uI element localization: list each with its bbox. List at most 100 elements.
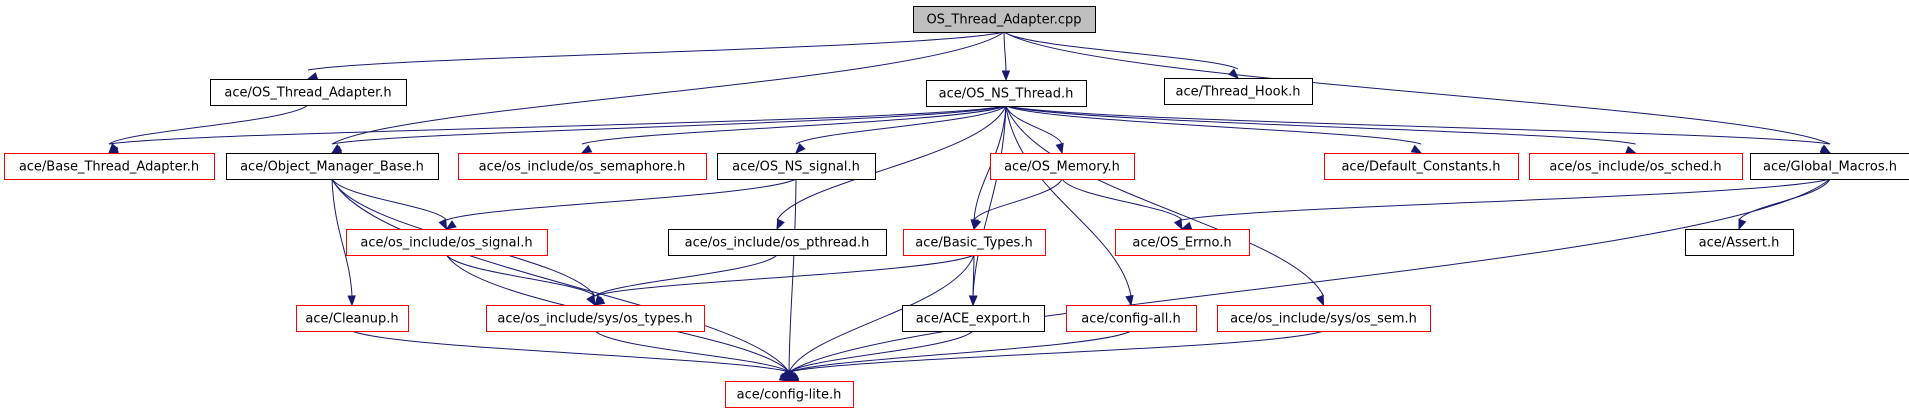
edge-arrowhead: [586, 294, 596, 307]
node-label: ace/Default_Constants.h: [1341, 160, 1500, 175]
node-label: OS_Thread_Adapter.cpp: [926, 13, 1081, 28]
edge-arrowhead: [1625, 145, 1637, 154]
node-label: ace/Base_Thread_Adapter.h: [19, 160, 199, 175]
node-os-memory-h[interactable]: ace/OS_Memory.h: [990, 153, 1135, 180]
node-box: [486, 305, 705, 332]
edge-os_ns_thread_h-to-sys_os_sem_h: [1005, 105, 1325, 307]
edge-os_ns_thread_h-to-config_all_h: [1005, 105, 1134, 307]
node-label: ace/Object_Manager_Base.h: [240, 160, 424, 175]
node-box: [4, 153, 215, 180]
edges-layer: [107, 31, 1832, 383]
edge-line: [331, 31, 1005, 145]
edge-line: [1003, 31, 1007, 72]
node-box: [1750, 153, 1909, 180]
node-box: [296, 305, 409, 332]
edge-root-to-object_manager_base_h: [330, 31, 1005, 154]
edge-line: [331, 178, 353, 297]
node-os-ns-signal-h[interactable]: ace/OS_NS_signal.h: [717, 153, 876, 180]
node-os-ns-thread-h[interactable]: ace/OS_NS_Thread.h: [926, 80, 1087, 107]
edge-cleanup_h-to-config_lite_h: [351, 330, 791, 382]
edge-line: [1005, 105, 1132, 297]
edge-line: [594, 254, 778, 297]
edge-line: [973, 178, 1063, 221]
node-object-manager-base-h[interactable]: ace/Object_Manager_Base.h: [226, 153, 439, 180]
edge-line: [1003, 31, 1239, 70]
node-os-thread-adapter-h[interactable]: ace/OS_Thread_Adapter.h: [210, 79, 407, 106]
node-os-sched-h[interactable]: ace/os_include/os_sched.h: [1529, 153, 1743, 180]
node-label: ace/os_include/os_pthread.h: [685, 236, 870, 251]
node-sys-os-types-h[interactable]: ace/os_include/sys/os_types.h: [486, 305, 705, 332]
node-default-constants-h[interactable]: ace/Default_Constants.h: [1324, 153, 1519, 180]
edge-os_ns_thread_h-to-os_memory_h: [1005, 105, 1064, 155]
edge-line: [795, 105, 1007, 145]
edge-line: [351, 330, 790, 373]
edge-os_ns_thread_h-to-base_thread_adapter_h: [107, 105, 1007, 155]
node-box: [1115, 229, 1250, 256]
edge-object_manager_base_h-to-config_lite_h: [331, 178, 790, 383]
node-basic-types-h[interactable]: ace/Basic_Types.h: [903, 229, 1046, 256]
edge-global_macros_h-to-assert_h: [1738, 178, 1831, 231]
edge-arrowhead: [1228, 68, 1240, 79]
edge-arrowhead: [580, 144, 593, 154]
edge-line: [331, 178, 790, 373]
node-box: [668, 229, 887, 256]
node-box: [458, 153, 707, 180]
node-global-macros-h[interactable]: ace/Global_Macros.h: [1750, 153, 1909, 180]
edge-os_ns_thread_h-to-os_sched_h: [1005, 105, 1637, 154]
edge-line: [446, 178, 797, 221]
node-os-pthread-h[interactable]: ace/os_include/os_pthread.h: [668, 229, 887, 256]
node-label: ace/os_include/sys/os_types.h: [497, 312, 692, 327]
edge-line: [1005, 105, 1831, 145]
node-label: ace/OS_NS_Thread.h: [939, 87, 1074, 102]
node-label: ace/Assert.h: [1699, 236, 1780, 251]
edge-line: [108, 105, 1007, 145]
node-label: ace/Global_Macros.h: [1763, 160, 1897, 175]
node-label: ace/OS_NS_signal.h: [732, 160, 860, 175]
node-cleanup-h[interactable]: ace/Cleanup.h: [296, 305, 409, 332]
edge-line: [1005, 105, 1063, 145]
edge-arrowhead: [1315, 294, 1325, 307]
edge-arrowhead: [1173, 218, 1183, 231]
node-box: [1066, 305, 1197, 332]
node-thread-hook-h[interactable]: ace/Thread_Hook.h: [1164, 78, 1313, 105]
node-os-semaphore-h[interactable]: ace/os_include/os_semaphore.h: [458, 153, 707, 180]
node-label: ace/OS_Errno.h: [1132, 236, 1231, 251]
node-box: [902, 305, 1045, 332]
edge-os_ns_signal_h-to-os_signal_h: [445, 178, 797, 230]
node-box: [725, 381, 854, 408]
node-label: ace/ACE_export.h: [916, 312, 1030, 327]
node-os-errno-h[interactable]: ace/OS_Errno.h: [1115, 229, 1250, 256]
node-sys-os-sem-h[interactable]: ace/os_include/sys/os_sem.h: [1217, 305, 1431, 332]
node-label: ace/os_include/sys/os_sem.h: [1230, 312, 1417, 327]
node-config-all-h[interactable]: ace/config-all.h: [1066, 305, 1197, 332]
nodes-layer: OS_Thread_Adapter.cpp ace/OS_Thread_Adapt…: [4, 6, 1909, 408]
edge-arrowhead: [347, 295, 356, 307]
edge-line: [331, 178, 447, 221]
node-os-signal-h[interactable]: ace/os_include/os_signal.h: [346, 229, 548, 256]
node-box: [1164, 78, 1313, 105]
node-root[interactable]: OS_Thread_Adapter.cpp: [913, 6, 1096, 33]
edge-line: [1181, 178, 1831, 221]
node-ace-export-h[interactable]: ace/ACE_export.h: [902, 305, 1045, 332]
edge-line: [972, 254, 975, 297]
edge-arrowhead: [1738, 218, 1747, 231]
edge-arrowhead: [593, 296, 606, 306]
node-base-thread-adapter-h[interactable]: ace/Base_Thread_Adapter.h: [4, 153, 215, 180]
edge-line: [1005, 105, 1324, 297]
edge-os_thread_adapter_h-to-base_thread_adapter_h: [108, 104, 309, 155]
edge-line: [307, 31, 1005, 71]
node-config-lite-h[interactable]: ace/config-lite.h: [725, 381, 854, 408]
node-box: [903, 229, 1046, 256]
edge-arrowhead: [306, 72, 319, 81]
edge-os_ns_thread_h-to-os_ns_signal_h: [795, 105, 1007, 155]
edge-os_ns_thread_h-to-ace_export_h: [969, 105, 1007, 307]
edge-line: [788, 330, 974, 373]
node-box: [210, 79, 407, 106]
node-assert-h[interactable]: ace/Assert.h: [1685, 229, 1794, 256]
edge-arrowhead: [787, 373, 800, 382]
edge-line: [1003, 31, 1831, 145]
edge-arrowhead: [438, 218, 448, 231]
edge-line: [776, 105, 1007, 221]
edge-os_memory_h-to-os_errno_h: [1061, 178, 1183, 231]
edge-arrowhead: [973, 218, 982, 231]
